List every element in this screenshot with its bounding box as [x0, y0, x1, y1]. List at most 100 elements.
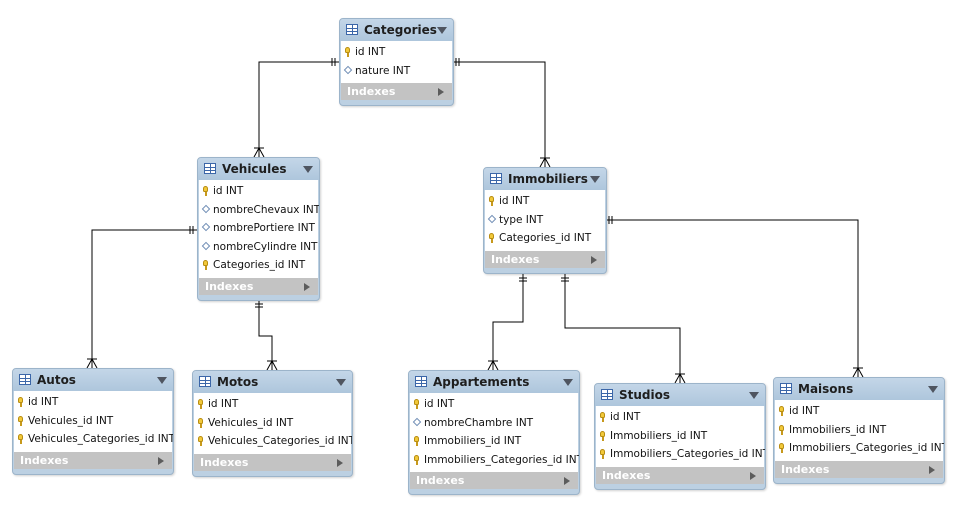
key-icon	[203, 260, 208, 270]
expand-arrow-icon[interactable]	[337, 458, 343, 467]
column-row[interactable]: id INT	[199, 182, 318, 201]
column-row[interactable]: nombreCylindre INT	[199, 238, 318, 257]
key-icon	[198, 436, 203, 446]
key-icon	[600, 412, 605, 422]
collapse-arrow-icon[interactable]	[563, 379, 573, 386]
column-row[interactable]: id INT	[194, 395, 351, 414]
collapse-arrow-icon[interactable]	[749, 392, 759, 399]
table-immobiliers[interactable]: Immobiliers id INT type INT Categories_i…	[483, 167, 607, 274]
table-icon	[199, 376, 211, 387]
key-icon	[345, 47, 350, 57]
table-name: Appartements	[433, 375, 530, 389]
relationship-categories-vehicules	[258, 61, 339, 157]
table-icon	[415, 376, 427, 387]
column-row[interactable]: Immobiliers_Categories_id INT	[410, 451, 579, 470]
key-icon	[489, 196, 494, 206]
collapse-arrow-icon[interactable]	[437, 27, 447, 34]
table-header[interactable]: Studios	[595, 384, 765, 406]
table-header[interactable]: Autos	[13, 369, 173, 391]
column-row[interactable]: Immobiliers_Categories_id INT	[775, 439, 944, 458]
key-icon	[489, 233, 494, 243]
table-header[interactable]: Motos	[193, 371, 352, 393]
expand-arrow-icon[interactable]	[929, 465, 935, 474]
column-row[interactable]: Vehicules_id INT	[194, 414, 351, 433]
table-header[interactable]: Categories	[340, 19, 453, 41]
diamond-icon	[201, 241, 211, 250]
column-row[interactable]: nombreChevaux INT	[199, 201, 319, 220]
table-studios[interactable]: Studios id INT Immobiliers_id INT Immobi…	[594, 383, 766, 490]
column-row[interactable]: nature INT	[341, 62, 452, 81]
collapse-arrow-icon[interactable]	[336, 379, 346, 386]
table-name: Autos	[37, 373, 76, 387]
indexes-bar[interactable]: Indexes	[341, 83, 452, 100]
column-row[interactable]: Categories_id INT	[485, 229, 605, 248]
relationship-immobiliers-maisons	[605, 219, 859, 377]
column-row[interactable]: nombrePortiere INT	[199, 219, 318, 238]
column-row[interactable]: Vehicules_Categories_id INT	[194, 432, 352, 451]
column-row[interactable]: Immobiliers_id INT	[596, 427, 764, 446]
indexes-bar[interactable]: Indexes	[199, 277, 318, 295]
key-icon	[779, 424, 784, 435]
table-name: Studios	[619, 388, 671, 402]
expand-arrow-icon[interactable]	[564, 477, 570, 485]
table-header[interactable]: Maisons	[774, 378, 944, 400]
column-row[interactable]: type INT	[485, 211, 605, 230]
table-appartements[interactable]: Appartements id INT nombreChambre INT Im…	[408, 370, 580, 495]
key-icon	[779, 406, 784, 416]
indexes-bar[interactable]: Indexes	[775, 460, 943, 478]
collapse-arrow-icon[interactable]	[303, 166, 313, 173]
table-icon	[204, 163, 216, 174]
indexes-bar[interactable]: Indexes	[410, 472, 578, 489]
table-vehicules[interactable]: Vehicules id INT nombreChevaux INT nombr…	[197, 157, 320, 301]
expand-arrow-icon[interactable]	[158, 456, 164, 465]
key-icon	[414, 454, 419, 465]
column-row[interactable]: nombreChambre INT	[410, 414, 578, 433]
expand-arrow-icon[interactable]	[591, 255, 597, 264]
table-categories[interactable]: Categories id INT nature INT Indexes	[339, 18, 454, 106]
diamond-icon	[201, 222, 211, 232]
table-autos[interactable]: Autos id INT Vehicules_id INT Vehicules_…	[12, 368, 174, 475]
expand-arrow-icon[interactable]	[304, 282, 310, 291]
relationship-vehicules-motos	[258, 300, 273, 370]
column-row[interactable]: Categories_id INT	[199, 256, 318, 275]
table-icon	[490, 173, 502, 184]
table-icon	[780, 383, 792, 394]
table-icon	[346, 24, 358, 35]
expand-arrow-icon[interactable]	[750, 471, 756, 480]
indexes-bar[interactable]: Indexes	[194, 453, 351, 471]
column-row[interactable]: Immobiliers_id INT	[410, 432, 578, 451]
indexes-bar[interactable]: Indexes	[596, 466, 764, 484]
indexes-bar[interactable]: Indexes	[14, 451, 172, 469]
column-row[interactable]: Vehicules_Categories_id INT	[14, 430, 173, 449]
table-name: Immobiliers	[508, 172, 588, 186]
key-icon	[600, 449, 605, 459]
column-row[interactable]: id INT	[410, 395, 578, 414]
relationship-immobiliers-studios	[564, 274, 681, 383]
key-icon	[18, 415, 23, 426]
table-maisons[interactable]: Maisons id INT Immobiliers_id INT Immobi…	[773, 377, 945, 484]
collapse-arrow-icon[interactable]	[157, 377, 167, 384]
diamond-icon	[343, 65, 353, 74]
key-icon	[198, 417, 203, 428]
table-motos[interactable]: Motos id INT Vehicules_id INT Vehicules_…	[192, 370, 353, 477]
column-row[interactable]: Immobiliers_Categories_id INT	[596, 445, 765, 464]
diamond-icon	[412, 417, 422, 426]
table-icon	[601, 389, 613, 400]
key-icon	[18, 434, 23, 444]
column-row[interactable]: Vehicules_id INT	[14, 412, 172, 431]
table-header[interactable]: Appartements	[409, 371, 579, 393]
collapse-arrow-icon[interactable]	[928, 386, 938, 393]
collapse-arrow-icon[interactable]	[590, 176, 600, 183]
column-row[interactable]: id INT	[775, 402, 943, 421]
key-icon	[779, 443, 784, 453]
expand-arrow-icon[interactable]	[438, 88, 444, 96]
table-header[interactable]: Vehicules	[198, 158, 319, 180]
table-name: Vehicules	[222, 162, 287, 176]
table-header[interactable]: Immobiliers	[484, 168, 606, 190]
column-row[interactable]: id INT	[341, 43, 452, 62]
column-row[interactable]: Immobiliers_id INT	[775, 421, 943, 440]
column-row[interactable]: id INT	[14, 393, 172, 412]
indexes-bar[interactable]: Indexes	[485, 250, 605, 268]
column-row[interactable]: id INT	[596, 408, 764, 427]
column-row[interactable]: id INT	[485, 192, 605, 211]
